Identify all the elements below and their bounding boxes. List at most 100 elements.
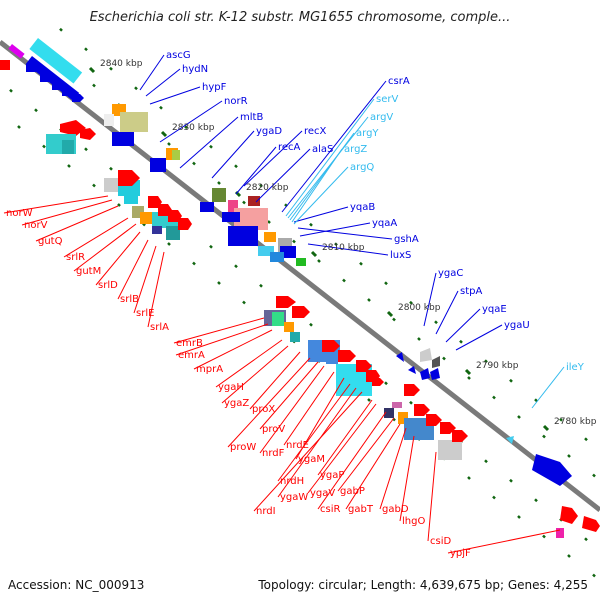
leader-line bbox=[259, 361, 319, 430]
gene-label-ascG[interactable]: ascG bbox=[166, 50, 191, 61]
leader-line bbox=[277, 387, 357, 498]
gene-label-gabT[interactable]: gabT bbox=[348, 504, 374, 515]
guide-dash bbox=[517, 515, 521, 519]
gene-label-gutM[interactable]: gutM bbox=[76, 266, 101, 277]
gene-label-csiR[interactable]: csiR bbox=[320, 504, 340, 515]
guide-dash bbox=[342, 278, 346, 283]
gene-label-ypjF[interactable]: ypjF bbox=[450, 548, 471, 559]
tick-label: 2800 kbp bbox=[398, 303, 441, 313]
gene-label-ygaH[interactable]: ygaH bbox=[218, 382, 244, 393]
guide-dash bbox=[167, 242, 171, 246]
guide-dash bbox=[59, 27, 63, 32]
leader-line bbox=[297, 227, 393, 240]
guide-dash bbox=[592, 573, 596, 578]
gene-label-nrdI[interactable]: nrdI bbox=[256, 506, 276, 517]
guide-dash bbox=[567, 554, 571, 558]
gene-label-gabD[interactable]: gabD bbox=[382, 504, 409, 515]
guide-dash bbox=[584, 537, 588, 542]
guide-dash bbox=[492, 395, 496, 400]
gene-label-srlE[interactable]: srlE bbox=[136, 308, 154, 319]
gene-label-yqaB[interactable]: yqaB bbox=[350, 202, 375, 213]
guide-dash bbox=[509, 378, 513, 383]
gene-label-ygaM[interactable]: ygaM bbox=[298, 454, 325, 465]
guide-dash bbox=[159, 105, 163, 110]
gene-label-lhgO[interactable]: lhgO bbox=[402, 516, 425, 527]
gene-label-hypF[interactable]: hypF bbox=[202, 82, 227, 93]
leader-line bbox=[145, 68, 181, 97]
leader-line bbox=[293, 166, 349, 225]
gene-label-csrA[interactable]: csrA bbox=[388, 76, 410, 87]
guide-dash bbox=[9, 88, 13, 93]
guide-dash bbox=[517, 415, 521, 419]
chromosome-backbone bbox=[0, 40, 600, 512]
gene-label-emrA[interactable]: emrA bbox=[178, 350, 205, 361]
guide-dash bbox=[384, 381, 388, 386]
guide-dash bbox=[234, 264, 238, 269]
guide-dash bbox=[534, 498, 538, 503]
gene-label-emrB[interactable]: emrB bbox=[176, 338, 203, 349]
gene-label-ygaU[interactable]: ygaU bbox=[504, 320, 530, 331]
leader-line bbox=[179, 116, 239, 169]
gene-label-stpA[interactable]: stpA bbox=[460, 286, 482, 297]
guide-dash bbox=[542, 534, 546, 539]
leader-line bbox=[317, 411, 387, 510]
gene-label-proX[interactable]: proX bbox=[252, 404, 275, 415]
gene-label-ygaC[interactable]: ygaC bbox=[438, 268, 463, 279]
gene-label-luxS[interactable]: luxS bbox=[390, 250, 411, 261]
gene-label-nrdF[interactable]: nrdF bbox=[262, 448, 285, 459]
gene-label-nrdE[interactable]: nrdE bbox=[286, 440, 309, 451]
gene-label-mprA[interactable]: mprA bbox=[196, 364, 223, 375]
gene-label-ileY[interactable]: ileY bbox=[566, 362, 585, 373]
gene-label-mltB[interactable]: mltB bbox=[240, 112, 263, 123]
leader-line bbox=[159, 100, 223, 143]
gene-label-ygaP[interactable]: ygaP bbox=[320, 470, 344, 481]
gene-label-argZ[interactable]: argZ bbox=[344, 144, 367, 155]
gene-label-argQ[interactable]: argQ bbox=[350, 162, 374, 173]
leader-line bbox=[211, 130, 255, 179]
gene-label-norW[interactable]: norW bbox=[6, 208, 33, 219]
gene-label-ygaV[interactable]: ygaV bbox=[310, 488, 335, 499]
gene-label-argV[interactable]: argV bbox=[370, 112, 393, 123]
gene-label-ygaZ[interactable]: ygaZ bbox=[224, 398, 249, 409]
gene-label-norV[interactable]: norV bbox=[24, 220, 48, 231]
guide-dash bbox=[92, 183, 96, 188]
gene-label-gabP[interactable]: gabP bbox=[340, 486, 365, 497]
gene-label-nrdH[interactable]: nrdH bbox=[280, 476, 304, 487]
guide-dash bbox=[367, 398, 371, 402]
tick-mark bbox=[464, 368, 472, 376]
guide-dash bbox=[234, 164, 238, 169]
guide-dash bbox=[167, 142, 171, 146]
gene-label-proW[interactable]: proW bbox=[230, 442, 256, 453]
gene-label-proV[interactable]: proV bbox=[262, 424, 285, 435]
gene-label-hydN[interactable]: hydN bbox=[182, 64, 208, 75]
guide-dash bbox=[334, 242, 338, 247]
gene-label-yqaA[interactable]: yqaA bbox=[372, 218, 397, 229]
gene-label-csiD[interactable]: csiD bbox=[430, 536, 451, 547]
gene-label-ygaD[interactable]: ygaD bbox=[256, 126, 282, 137]
gene-label-gshA[interactable]: gshA bbox=[394, 234, 419, 245]
gene-label-argY[interactable]: argY bbox=[356, 128, 379, 139]
gene-label-serV[interactable]: serV bbox=[376, 94, 398, 105]
gene-label-srlR[interactable]: srlR bbox=[66, 252, 85, 263]
leader-line bbox=[255, 148, 311, 203]
gene-label-ygaW[interactable]: ygaW bbox=[280, 492, 308, 503]
gene-label-norR[interactable]: norR bbox=[224, 96, 248, 107]
gene-label-alaS[interactable]: alaS bbox=[312, 144, 333, 155]
gene-label-srlA[interactable]: srlA bbox=[150, 322, 169, 333]
guide-dash bbox=[42, 144, 46, 149]
gene-label-recA[interactable]: recA bbox=[278, 142, 301, 153]
guide-dash bbox=[467, 476, 471, 480]
guide-dash bbox=[67, 164, 71, 168]
gene-label-recX[interactable]: recX bbox=[304, 126, 327, 137]
gene-label-srlB[interactable]: srlB bbox=[120, 294, 139, 305]
tick-mark bbox=[310, 250, 318, 258]
gene-label-gutQ[interactable]: gutQ bbox=[38, 236, 63, 247]
leader-line bbox=[445, 308, 481, 343]
gene-label-yqaE[interactable]: yqaE bbox=[482, 304, 507, 315]
guide-dash bbox=[492, 495, 496, 500]
guide-dash bbox=[534, 398, 538, 403]
guide-dash bbox=[259, 283, 263, 288]
tick-marks bbox=[88, 66, 550, 432]
gene-label-srlD[interactable]: srlD bbox=[98, 280, 118, 291]
